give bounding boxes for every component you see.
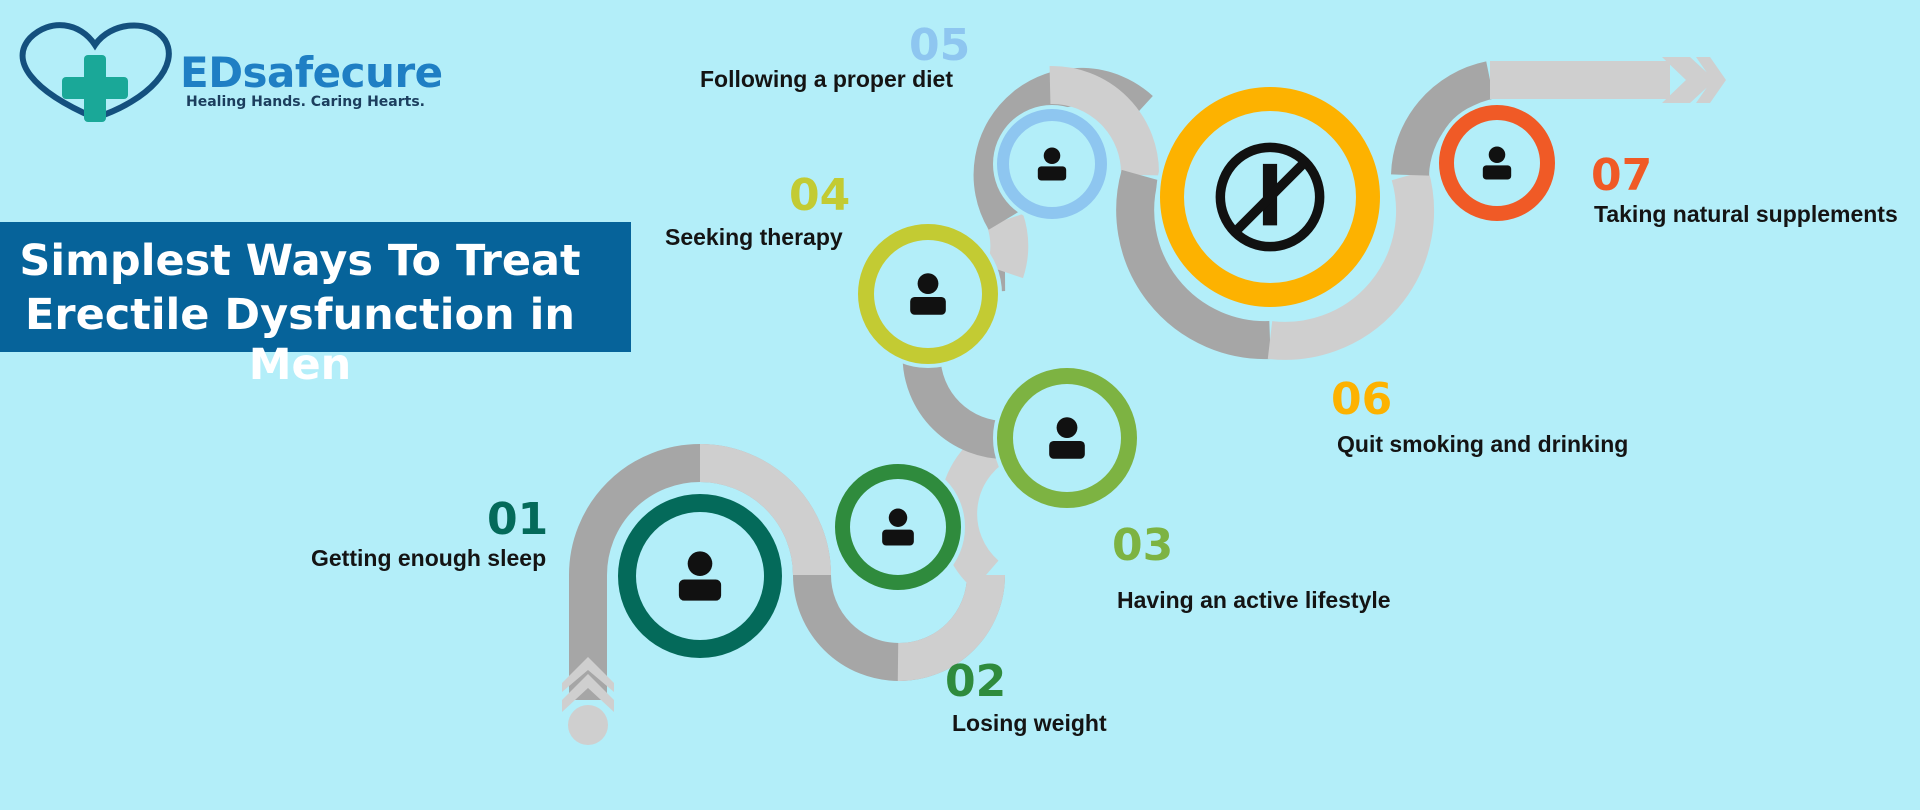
step-03-circle — [993, 364, 1141, 512]
step-04-label: Seeking therapy — [665, 224, 843, 250]
step-04-circle — [854, 220, 1002, 368]
up-arrow-icon — [562, 657, 614, 712]
step-04-number: 04 — [789, 170, 851, 221]
brand-name: EDsafecure — [180, 48, 443, 97]
step-01-number: 01 — [487, 494, 549, 545]
waist-slimming-icon — [882, 508, 914, 546]
step-03-label: Having an active lifestyle — [1117, 587, 1391, 613]
step-02-number: 02 — [945, 656, 1007, 707]
brand-tagline: Healing Hands. Caring Hearts. — [186, 94, 425, 110]
step-02-circle — [831, 460, 965, 594]
step-07-circle — [1435, 101, 1559, 225]
step-07-label: Taking natural supplements — [1594, 201, 1898, 227]
step-01-label: Getting enough sleep — [311, 545, 547, 571]
step-05-circle — [993, 105, 1111, 223]
head-thought-icon — [910, 273, 946, 315]
title-banner: Simplest Ways To Treat Erectile Dysfunct… — [0, 222, 631, 390]
step-06-label: Quit smoking and drinking — [1337, 431, 1629, 457]
path-start-cap — [568, 705, 608, 745]
diet-plan-icon — [1037, 147, 1067, 181]
step-05-label: Following a proper diet — [700, 66, 953, 92]
step-02-label: Losing weight — [952, 710, 1107, 736]
title-line-1: Simplest Ways To Treat — [19, 236, 581, 286]
right-arrow-icon — [1662, 57, 1726, 103]
step-06-circle — [1156, 83, 1384, 311]
step-07-number: 07 — [1591, 150, 1653, 201]
activities-icon — [1049, 417, 1085, 459]
title-line-2: Erectile Dysfunction in Men — [25, 290, 575, 390]
no-smoking-drinking-icon — [1215, 142, 1325, 252]
step-06-number: 06 — [1331, 374, 1393, 425]
sleeping-person-icon — [678, 551, 722, 601]
logo-heart-icon — [19, 22, 172, 122]
herbal-supplement-icon — [1482, 146, 1512, 180]
step-03-number: 03 — [1112, 520, 1174, 571]
step-05-number: 05 — [909, 20, 971, 71]
step-01-circle — [614, 490, 786, 662]
